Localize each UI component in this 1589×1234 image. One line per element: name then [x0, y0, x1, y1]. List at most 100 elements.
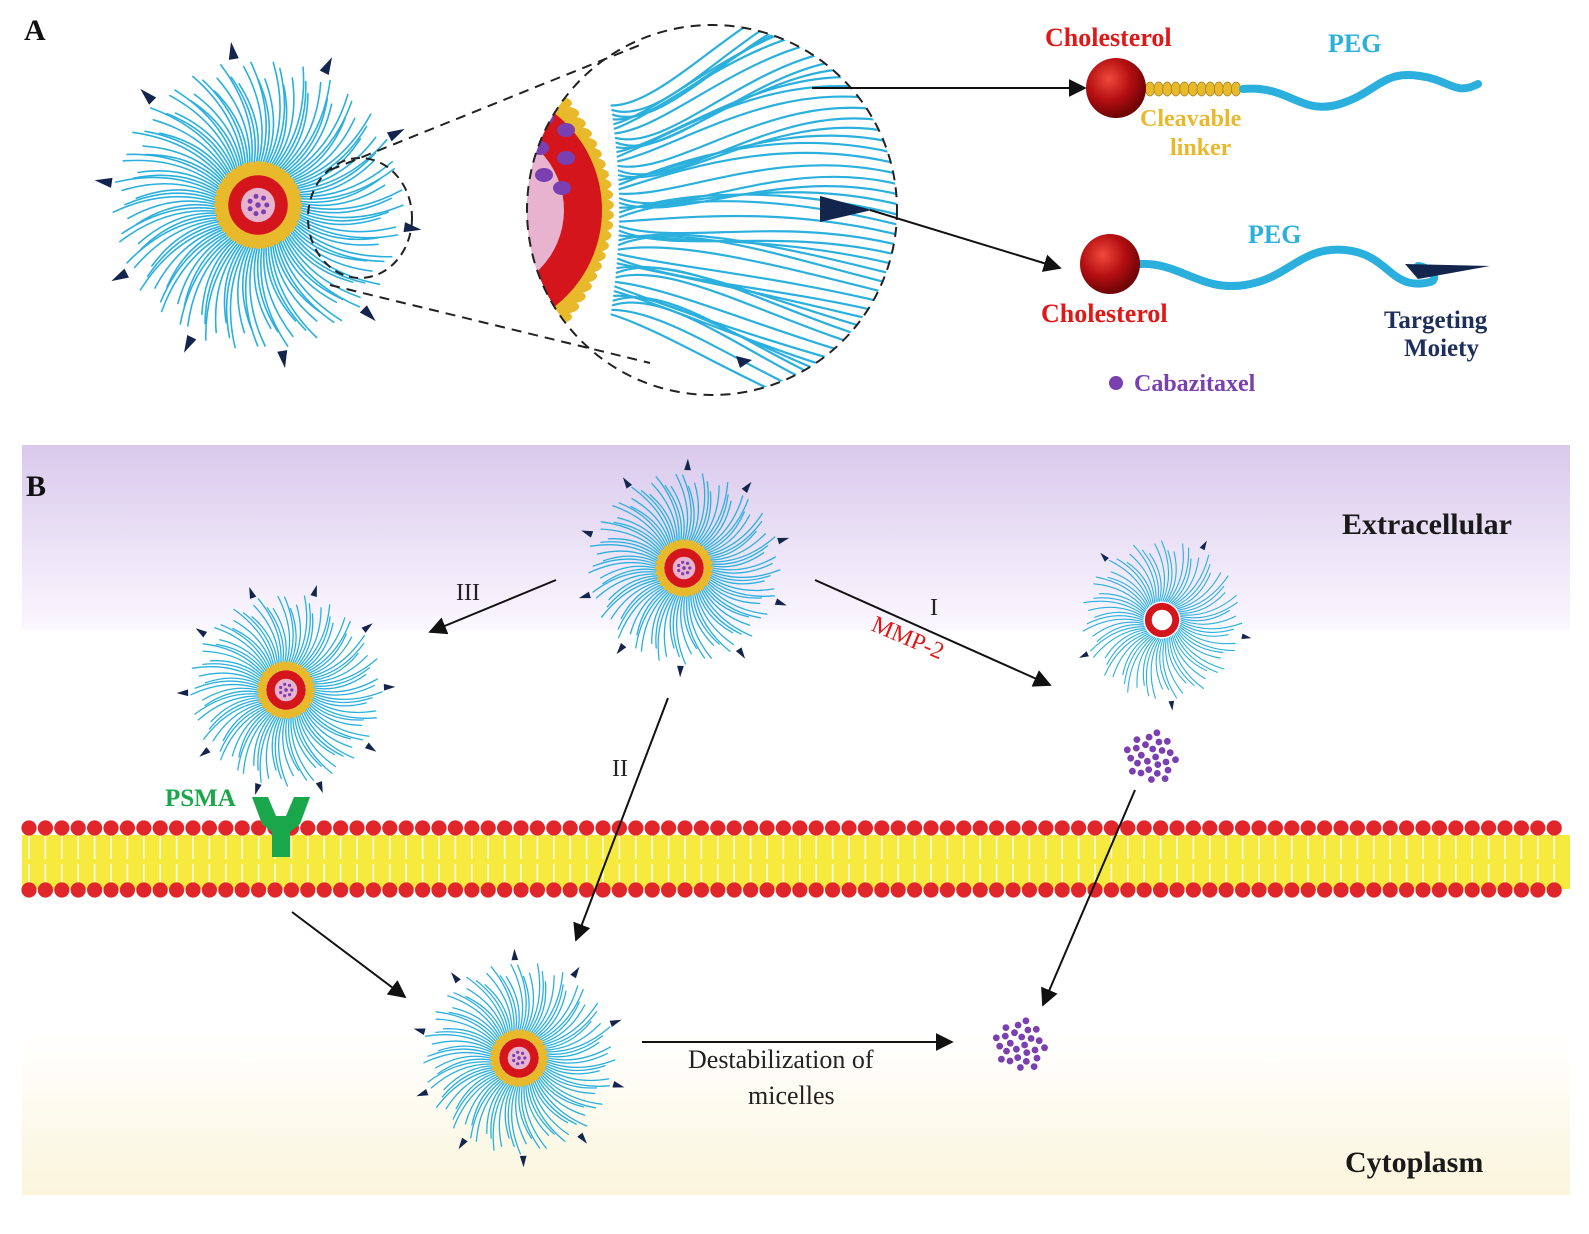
peg-strand: [541, 1058, 616, 1068]
peg-strand: [1104, 629, 1147, 659]
targeting-ligand: [195, 628, 208, 638]
cabazitaxel-legend-label: Cabazitaxel: [1134, 371, 1256, 397]
peg-strand: [704, 575, 775, 597]
peg-strand: [291, 189, 403, 211]
lipid-head: [497, 820, 513, 836]
lipid-head: [956, 820, 972, 836]
peg-strand: [680, 590, 692, 655]
peg-strand-zoomed: [611, 308, 897, 395]
peg-strand: [685, 589, 706, 659]
peg-strand: [298, 616, 331, 672]
drug-molecule: [264, 202, 270, 208]
peg-strand: [525, 971, 544, 1037]
peg-strand: [475, 980, 510, 1039]
peg-strand: [1093, 597, 1145, 614]
peg-strand-zoomed: [617, 95, 897, 163]
peg-strand-zoomed: [618, 225, 897, 247]
peg-strand-zoomed: [618, 164, 897, 195]
peg-strand: [533, 1074, 588, 1127]
peg-strand: [596, 550, 663, 564]
destabilization-label-line2: micelles: [748, 1081, 835, 1110]
lipid-head: [37, 820, 54, 836]
micelle-internalized: [413, 948, 625, 1168]
peg-strand: [541, 1052, 608, 1064]
released-drug-molecule: [1161, 775, 1169, 782]
peg-strand: [126, 153, 228, 192]
peg-strand: [431, 1040, 498, 1054]
lipid-head: [1071, 882, 1087, 898]
targeting-ligand: [140, 88, 157, 105]
lipid-head: [1136, 882, 1152, 898]
peg-strand: [260, 238, 289, 347]
lipid-head: [825, 820, 841, 836]
drug-molecule: [682, 566, 686, 570]
peg-strand: [126, 216, 227, 264]
peg-strand: [214, 236, 247, 334]
peg-strand: [1145, 637, 1159, 697]
peg-strand: [447, 995, 504, 1043]
peg-strand: [1178, 585, 1225, 613]
released-drug-molecule: [1153, 770, 1161, 777]
cholesterol-ball-bottom: [1080, 234, 1140, 294]
drug-molecule: [284, 688, 288, 692]
peg-strand: [142, 145, 229, 189]
released-drug-molecule: [1023, 1049, 1031, 1056]
lipid-head: [1054, 882, 1070, 898]
lipid-head: [1300, 820, 1316, 836]
drug-molecule-zoomed: [557, 123, 575, 137]
peg-strand: [192, 75, 245, 175]
peg-strand: [250, 61, 267, 172]
peg-strand: [528, 1077, 566, 1142]
targeting-ligand: [519, 1155, 527, 1168]
peg-strand: [262, 237, 294, 338]
lipid-head: [1513, 820, 1529, 836]
released-drug-molecule: [1014, 1021, 1022, 1029]
peg-strand: [179, 232, 239, 325]
peg-strand: [1168, 636, 1195, 687]
peg-strand: [127, 200, 225, 220]
peg-strand: [159, 227, 234, 303]
lipid-head: [939, 820, 956, 836]
drug-molecule: [253, 211, 259, 217]
lipid-head: [152, 882, 168, 898]
peg-strand-zoomed: [618, 214, 897, 237]
peg-strand: [675, 473, 689, 546]
peg-strand: [284, 117, 356, 185]
targeting-ligand: [1199, 540, 1207, 551]
peg-strand: [203, 700, 267, 740]
lipid-head: [21, 820, 37, 836]
lipid-head: [1481, 820, 1497, 836]
released-drug-cluster-cytoplasm: [992, 1017, 1048, 1071]
pathway-ii-label: II: [612, 756, 628, 782]
peg-strand: [1175, 631, 1225, 670]
targeting-ligand-zoomed: [736, 356, 752, 368]
lipid-head: [382, 820, 398, 836]
released-drug-molecule: [998, 1055, 1005, 1063]
targeting-ligand: [319, 57, 332, 75]
lipid-head: [644, 882, 660, 898]
peg-strand: [1155, 638, 1163, 690]
lipid-head: [1153, 820, 1169, 836]
released-drug-molecule: [1145, 733, 1153, 741]
peg-strand: [262, 61, 281, 172]
linker-bead-zoomed: [532, 320, 565, 334]
peg-strand: [655, 476, 680, 547]
targeting-ligand: [458, 1137, 468, 1150]
peg-strand: [286, 125, 368, 187]
lipid-head: [1005, 882, 1021, 898]
peg-strand: [516, 964, 527, 1036]
lipid-head: [333, 882, 349, 898]
peg-strand-zoomed: [617, 246, 897, 298]
peg-strand-zoomed: [610, 313, 897, 395]
peg-strand: [137, 170, 226, 196]
lipid-head: [103, 820, 119, 836]
released-drug-molecule: [1123, 746, 1131, 754]
peg-strand: [249, 238, 266, 347]
lipid-head: [595, 882, 611, 898]
peg-strand: [208, 698, 266, 730]
lipid-head: [857, 882, 874, 898]
peg-strand: [475, 1077, 509, 1142]
peg-strand: [237, 238, 254, 334]
peg-strand: [693, 587, 731, 652]
lipid-head: [87, 820, 103, 836]
